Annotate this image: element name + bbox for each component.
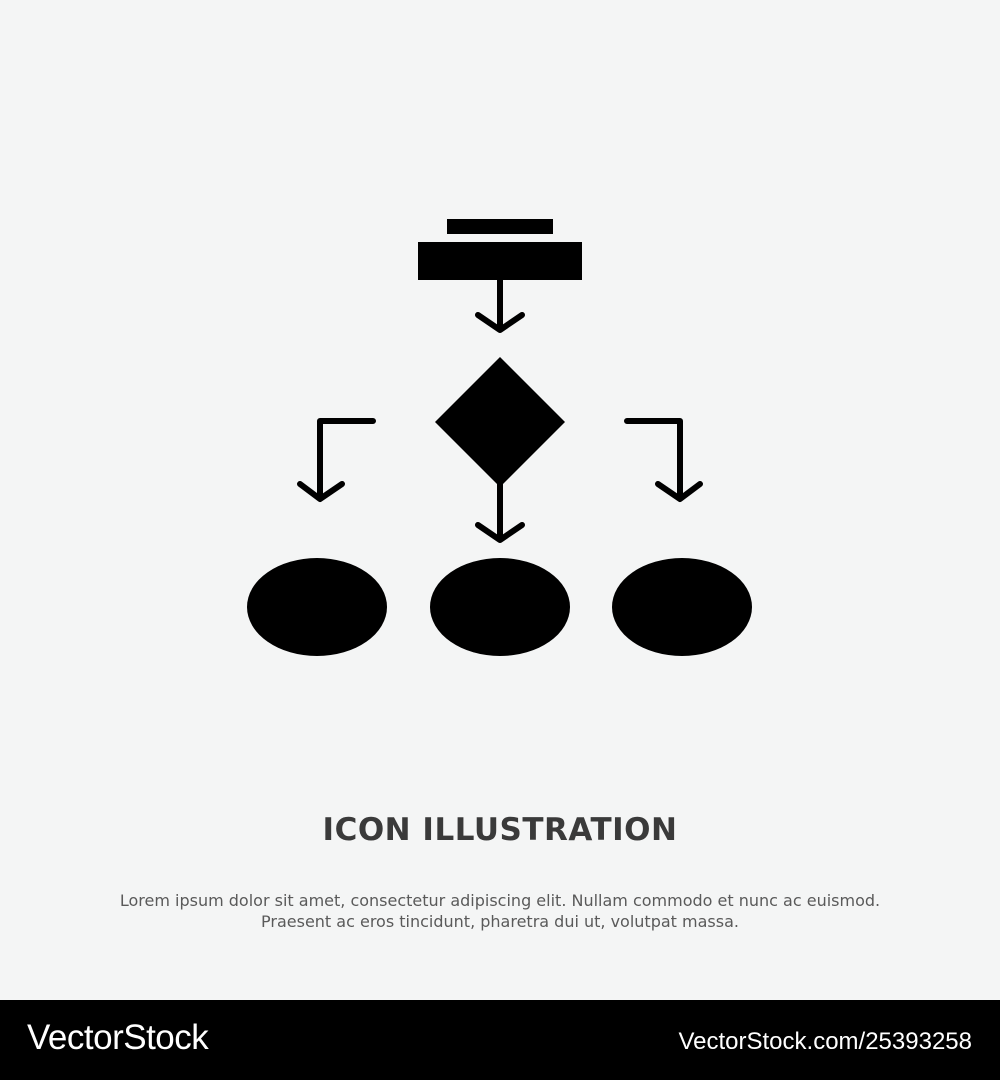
description-line-1: Lorem ipsum dolor sit amet, consectetur … xyxy=(119,891,881,910)
image-url: VectorStock.com/25393258 xyxy=(678,1028,972,1055)
flowchart-icon xyxy=(247,219,752,656)
terminal-center xyxy=(430,558,570,656)
page-title: ICON ILLUSTRATION xyxy=(322,812,678,848)
terminal-left xyxy=(247,558,387,656)
terminal-right xyxy=(612,558,752,656)
elbow-arrow-left-icon xyxy=(297,418,376,502)
vectorstock-logo: VectorStock xyxy=(27,1018,209,1057)
arrow-down-icon xyxy=(475,277,525,333)
process-box xyxy=(418,242,582,280)
arrow-down-icon xyxy=(475,477,525,543)
description-line-2: Praesent ac eros tincidunt, pharetra dui… xyxy=(261,912,739,931)
footer-bar: VectorStock VectorStock.com/25393258 xyxy=(0,1000,1000,1080)
top-bar xyxy=(447,219,553,234)
decision-diamond xyxy=(435,357,565,487)
description: Lorem ipsum dolor sit amet, consectetur … xyxy=(0,890,1000,932)
elbow-arrow-right-icon xyxy=(624,418,703,502)
